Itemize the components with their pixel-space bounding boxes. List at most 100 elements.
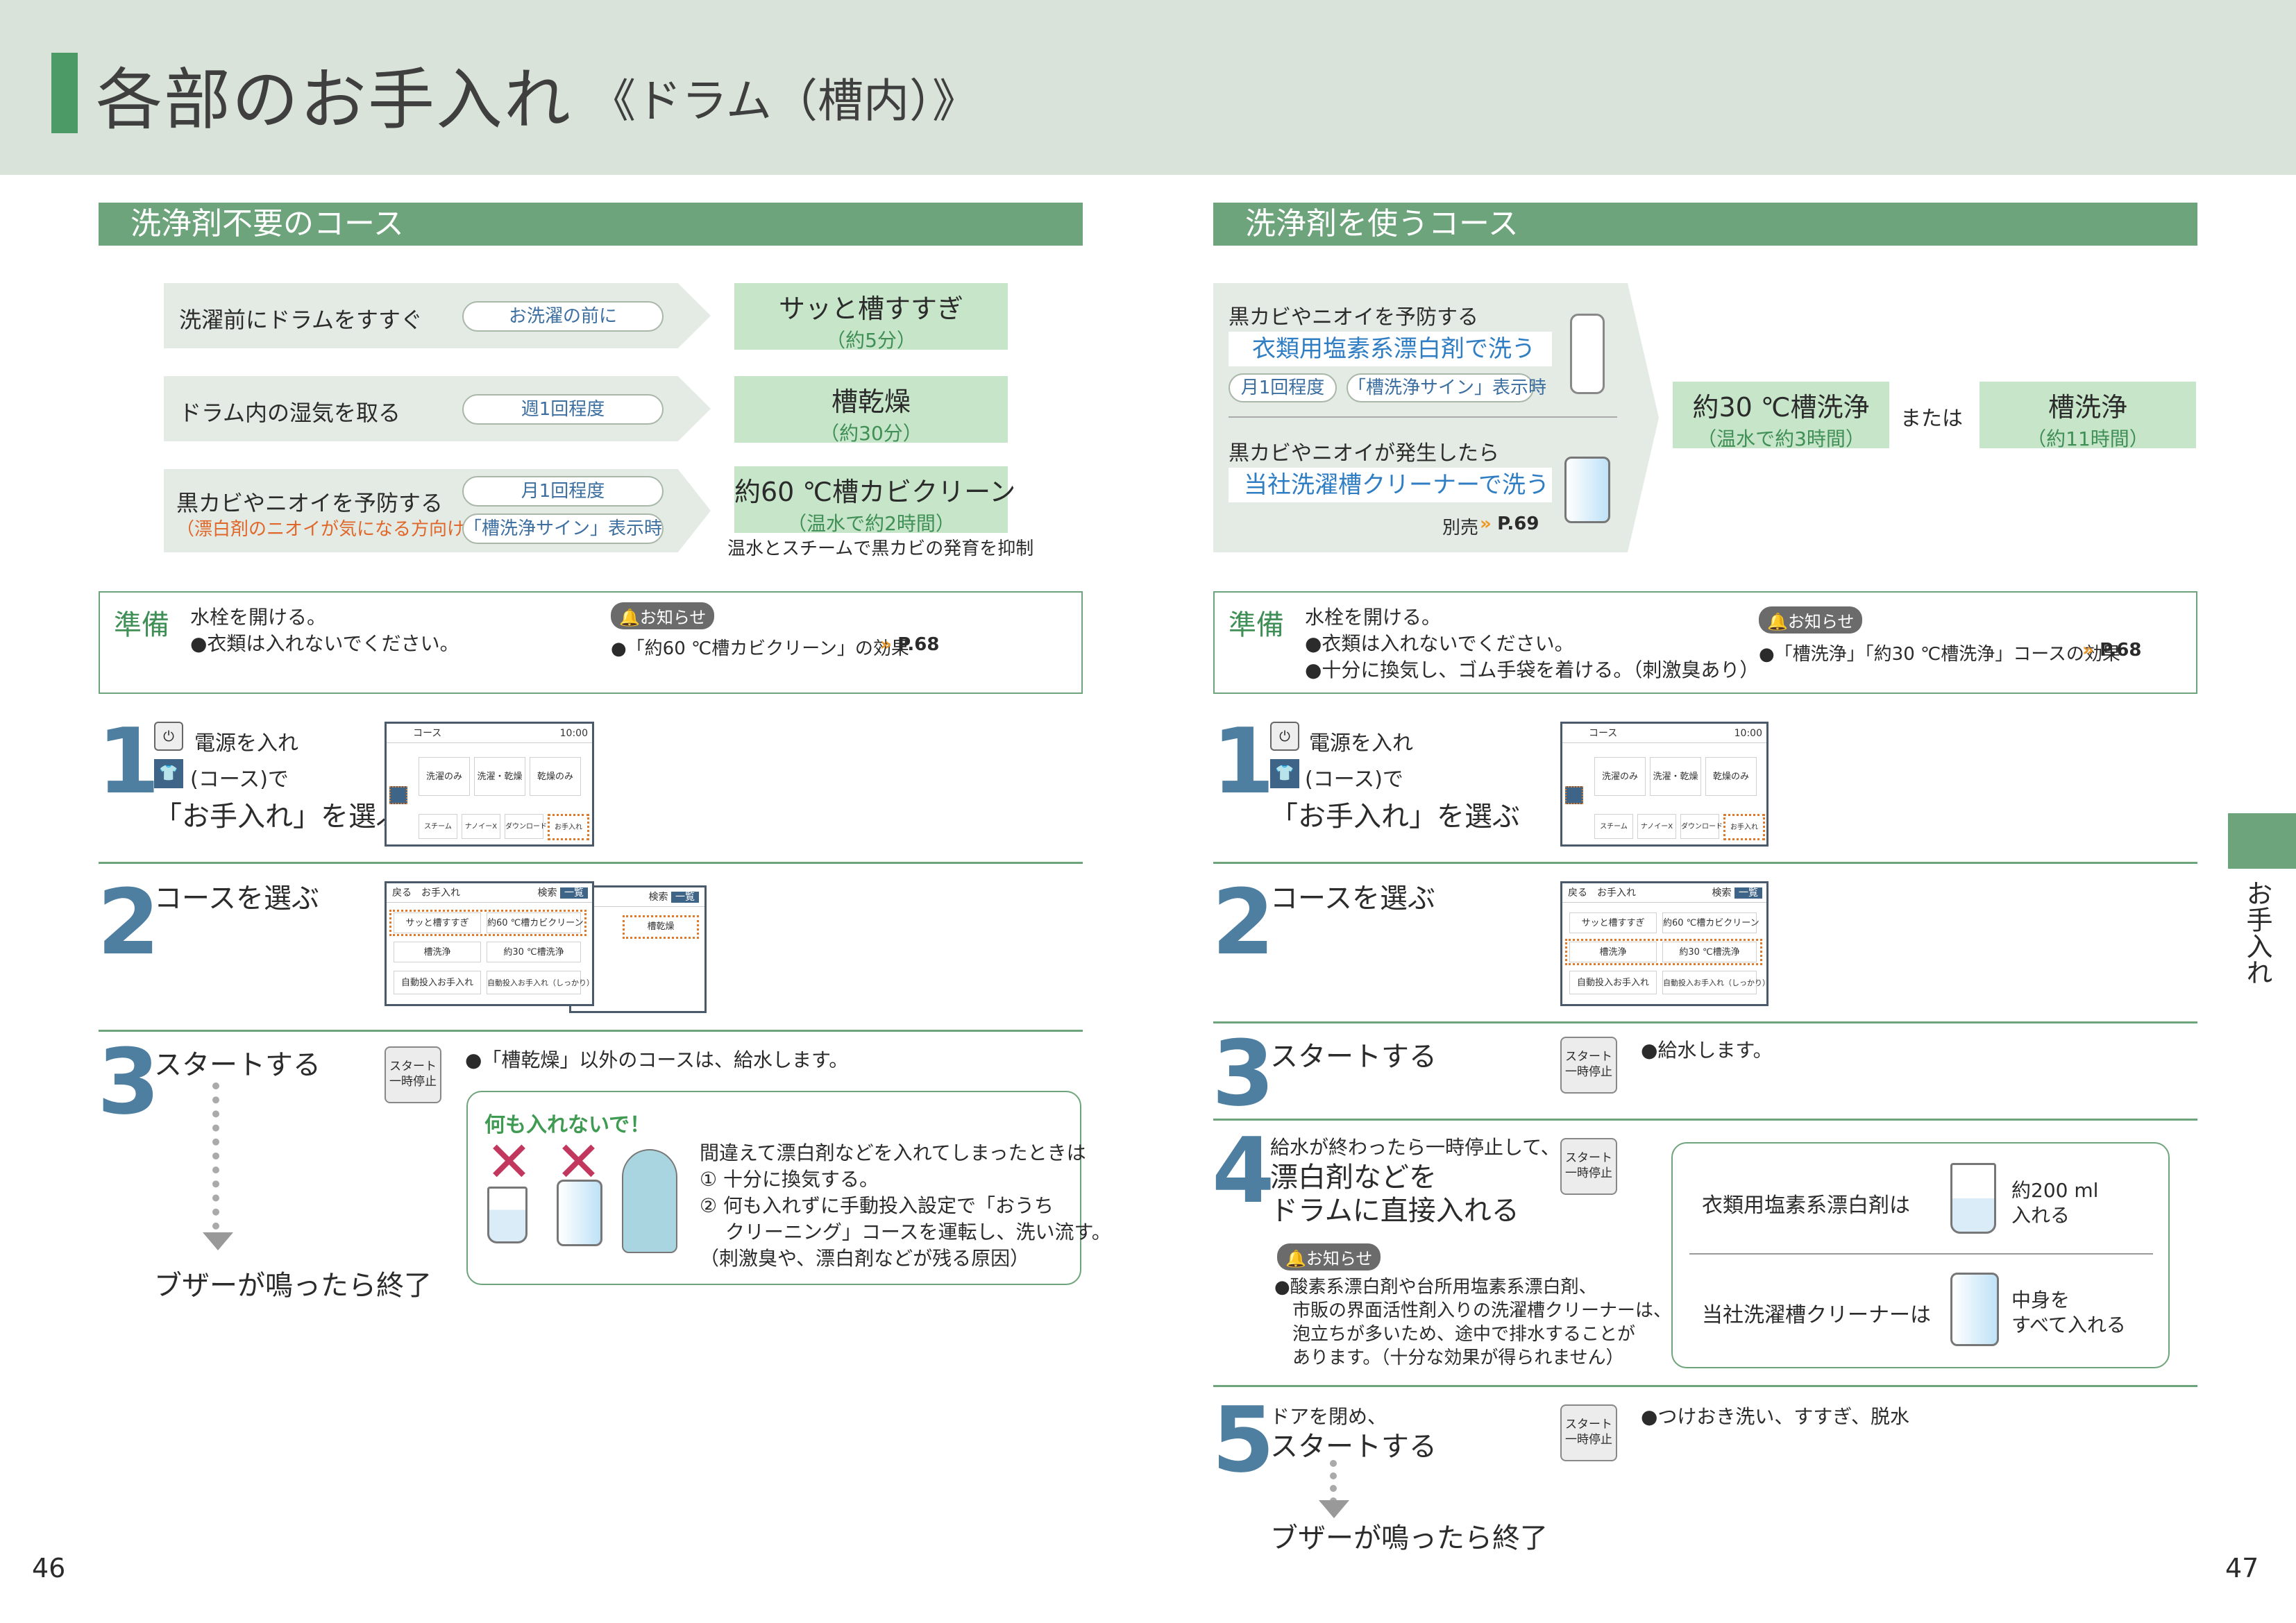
- callout-amount: 入れる: [2011, 1204, 2070, 1227]
- bell-icon: 🔔: [1285, 1249, 1306, 1268]
- screen-course-btn[interactable]: サッと槽すすぎ: [394, 912, 481, 933]
- screen-course-list: 戻る お手入れ 検索 一覧 サッと槽すすぎ 約60 ℃槽カビクリーン 槽洗浄 約3…: [385, 881, 594, 1006]
- screen-course-btn[interactable]: 約60 ℃槽カビクリーン: [487, 912, 584, 933]
- notice-badge: 🔔お知らせ: [1759, 606, 1863, 634]
- screen-course-btn[interactable]: 自動投入お手入れ（しっかり）: [1662, 971, 1766, 994]
- screen-btn[interactable]: 洗濯・乾燥: [1650, 757, 1701, 796]
- course-shirt-icon: 👕: [1270, 759, 1299, 788]
- step1-line1: 電源を入れ: [1309, 731, 1413, 756]
- callout-amount: すべて入れる: [2011, 1314, 2126, 1336]
- course-box-sokansou: 槽乾燥 （約30分）: [734, 376, 1008, 445]
- callout-amount: 中身を: [2011, 1289, 2070, 1311]
- cup-icon: [487, 1187, 527, 1243]
- warning-line: ① 十分に換気する。: [700, 1168, 879, 1191]
- power-button-icon: ⏻: [154, 722, 183, 751]
- screen-icon-btn[interactable]: ナノイーX: [462, 814, 500, 839]
- pause-label: 一時停止: [1565, 1433, 1612, 1447]
- row-1-label: 洗濯前にドラムをすすぐ: [179, 307, 423, 333]
- start-label: スタート: [389, 1060, 437, 1073]
- screen-time: 10:00: [1734, 728, 1762, 739]
- screen-icon-btn[interactable]: スチーム: [1594, 814, 1633, 839]
- course-time: （約30分）: [820, 422, 922, 445]
- screen-btn[interactable]: 洗濯のみ: [1594, 757, 1646, 796]
- screen-course-btn[interactable]: 自動投入お手入れ（しっかり）: [487, 971, 592, 994]
- screen-icon-btn[interactable]: スチーム: [419, 814, 457, 839]
- course-time: （温水で約3時間）: [1697, 427, 1865, 450]
- screen-icon-btn[interactable]: ナノイーX: [1637, 814, 1676, 839]
- start-label: スタート: [1565, 1050, 1612, 1064]
- course-shirt-icon[interactable]: [1565, 786, 1583, 804]
- step-number: 3: [1212, 1021, 1275, 1126]
- screen-maintenance-btn[interactable]: お手入れ: [1723, 814, 1765, 840]
- screen-course-btn[interactable]: サッと槽すすぎ: [1569, 912, 1657, 933]
- start-pause-button-icon: スタート一時停止: [1560, 1404, 1617, 1461]
- screen-btn[interactable]: 洗濯のみ: [419, 757, 470, 796]
- screen-btn[interactable]: 洗濯・乾燥: [474, 757, 525, 796]
- screen-course-btn[interactable]: 約60 ℃槽カビクリーン: [1662, 912, 1759, 933]
- notice-line: あります。（十分な効果が得られません）: [1274, 1348, 1624, 1368]
- screen-list-tab: 一覧: [560, 887, 588, 899]
- section-title-right: 洗浄剤を使うコース: [1213, 203, 2197, 246]
- screen-course-menu: コース 10:00 洗濯のみ 洗濯・乾燥 乾燥のみ スチーム ナノイーX ダウンロ…: [385, 722, 594, 847]
- screen-back: 戻る: [392, 887, 412, 899]
- course-name: 槽乾燥: [831, 386, 911, 417]
- divider: [1689, 1253, 2153, 1255]
- cross-icon: ✕: [486, 1130, 533, 1194]
- prep-label: 準備: [114, 609, 169, 641]
- notice-badge: 🔔お知らせ: [611, 602, 715, 629]
- divider: [99, 1030, 1083, 1032]
- step5-end: ブザーが鳴ったら終了: [1270, 1522, 1548, 1554]
- course-box-kabiclean: 約60 ℃槽カビクリーン （温水で約2時間）: [734, 466, 1015, 535]
- power-button-icon: ⏻: [1270, 722, 1299, 751]
- screen-btn[interactable]: 乾燥のみ: [1705, 757, 1757, 796]
- callout-label: 衣類用塩素系漂白剤は: [1702, 1193, 1910, 1218]
- screen-course-btn[interactable]: 約30 ℃槽洗浄: [1662, 942, 1757, 962]
- screen-course-btn[interactable]: 約30 ℃槽洗浄: [487, 942, 581, 962]
- step4-line1: 給水が終わったら一時停止して、: [1270, 1136, 1560, 1159]
- divider: [99, 862, 1083, 864]
- step5-line2: スタートする: [1270, 1431, 1437, 1463]
- screen-list-tab: 一覧: [1734, 887, 1762, 899]
- screen-maintenance-btn[interactable]: お手入れ: [548, 814, 589, 840]
- course-shirt-icon[interactable]: [389, 786, 407, 804]
- step-number: 1: [97, 708, 160, 814]
- screen-icon-btn[interactable]: ダウンロード: [505, 814, 547, 839]
- section-title-left: 洗浄剤不要のコース: [99, 203, 1083, 246]
- page-ref-link[interactable]: » P.69: [1480, 513, 1539, 534]
- row-3-pill-1: 月1回程度: [462, 476, 664, 507]
- page-ref-link[interactable]: » P.68: [880, 634, 939, 655]
- screen-course-btn[interactable]: 槽洗浄: [1569, 942, 1657, 962]
- double-chevron-icon: »: [1480, 513, 1492, 534]
- course-box-30c: 約30 ℃槽洗浄 （温水で約3時間）: [1673, 382, 1889, 450]
- row-3-label: 黒カビやニオイを予防する: [176, 490, 444, 516]
- screen-sokansou-btn[interactable]: 槽乾燥: [623, 915, 699, 939]
- box1-label: 黒カビやニオイを予防する: [1229, 305, 1478, 330]
- screen-list-title: お手入れ: [421, 887, 460, 899]
- warning-line: クリーニング」コースを運転し、洗い流す。: [700, 1221, 1111, 1243]
- screen-search: 検索: [537, 887, 557, 899]
- prep-line-2: ●衣類は入れないでください。: [1305, 632, 1574, 655]
- screen-course-btn[interactable]: 自動投入お手入れ: [394, 971, 481, 994]
- screen-btn[interactable]: 乾燥のみ: [530, 757, 581, 796]
- screen-time: 10:00: [559, 728, 588, 739]
- step-number: 2: [97, 869, 160, 975]
- course-name: 槽洗浄: [2048, 392, 2127, 423]
- prep-line-1: 水栓を開ける。: [190, 606, 327, 629]
- screen-course-btn[interactable]: 自動投入お手入れ: [1569, 971, 1657, 994]
- course-box-sattoskasusugi: サッと槽すすぎ （約5分）: [734, 283, 1008, 352]
- prep-box-right: [1213, 591, 2197, 694]
- page-ref: P.68: [2100, 640, 2142, 661]
- side-tab-label: お手入れ: [2242, 880, 2272, 985]
- screen-list-tab: 一覧: [671, 892, 699, 903]
- page-header: [0, 0, 2296, 175]
- step1-line3: 「お手入れ」を選ぶ: [1270, 801, 1520, 833]
- notice-line: 泡立ちが多いため、途中で排水することが: [1274, 1324, 1636, 1345]
- screen-course-btn[interactable]: 槽洗浄: [394, 942, 481, 962]
- page-ref-link[interactable]: » P.68: [2082, 640, 2141, 661]
- screen-title: コース: [413, 728, 442, 739]
- box1-pill-2: 「槽洗浄サイン」表示時: [1347, 373, 1546, 402]
- screen-back: 戻る: [1568, 887, 1587, 899]
- page-ref: P.68: [897, 634, 940, 655]
- step3-end: ブザーが鳴ったら終了: [154, 1270, 432, 1302]
- screen-icon-btn[interactable]: ダウンロード: [1680, 814, 1723, 839]
